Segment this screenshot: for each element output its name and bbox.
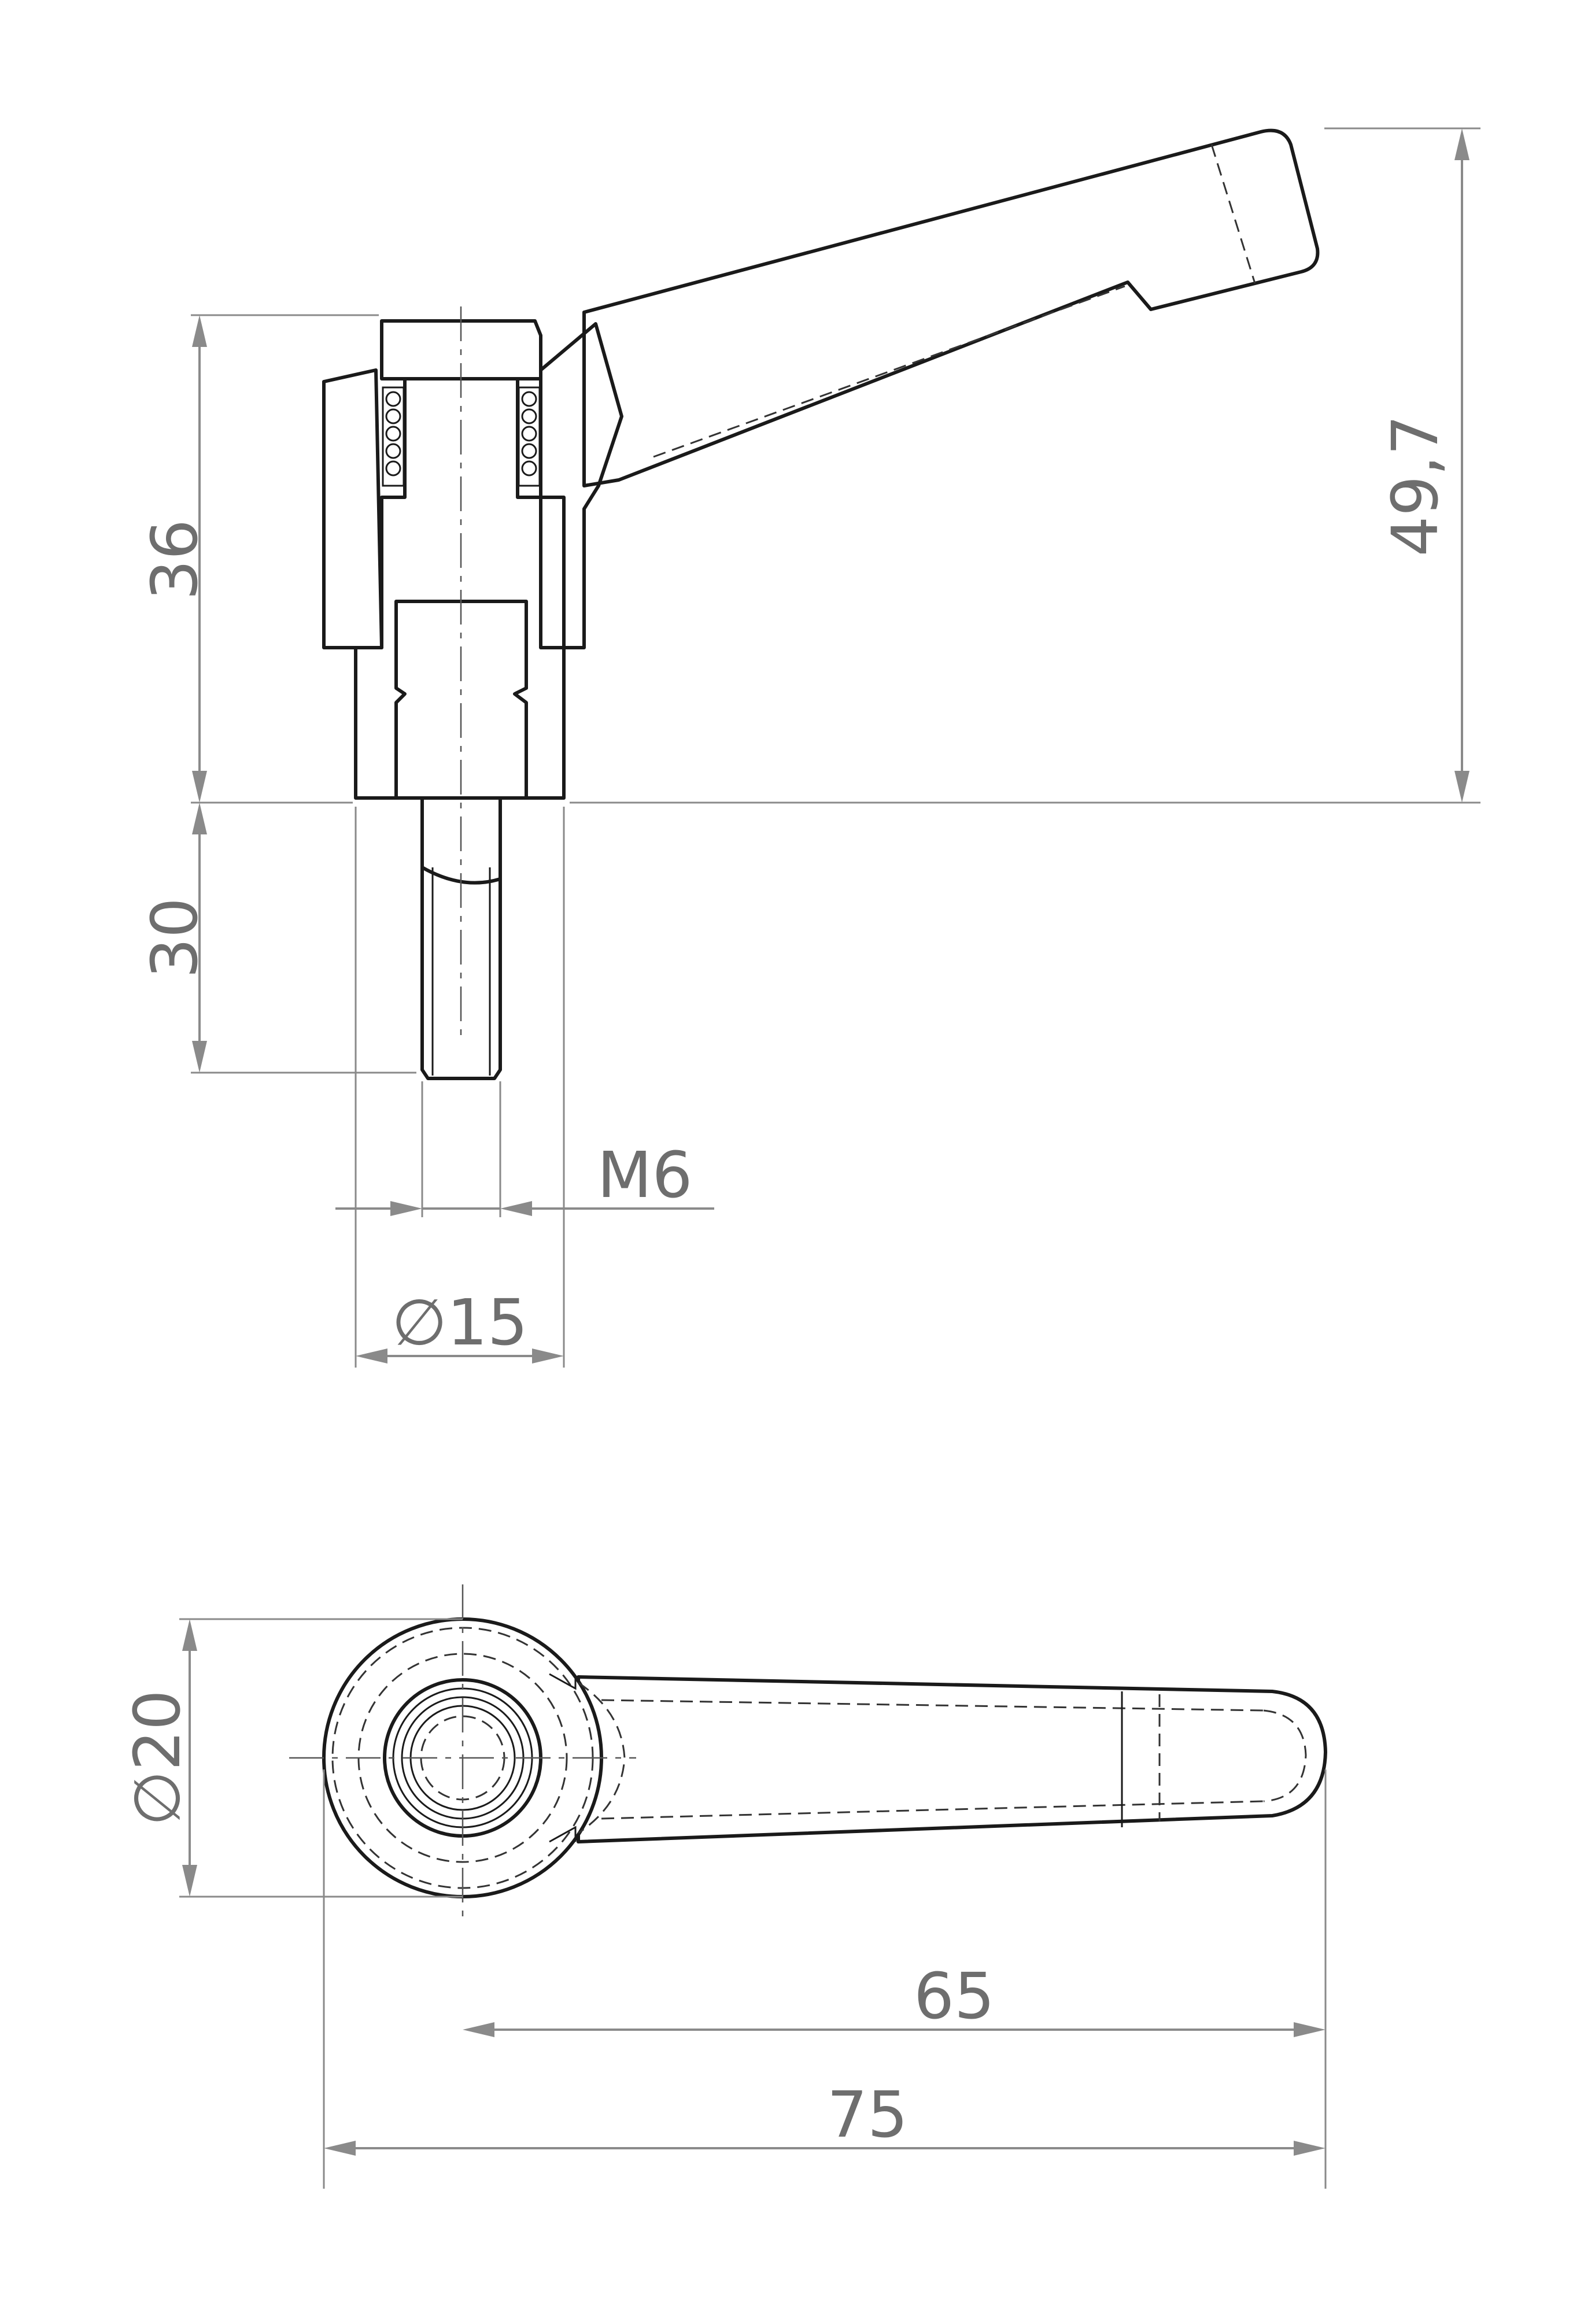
- dim-label-36: 36: [138, 519, 212, 600]
- cap-section: [380, 319, 542, 380]
- spring-right: [518, 386, 541, 487]
- dim-total-height: 49,7: [570, 127, 1480, 804]
- dim-label-65: 65: [914, 1959, 995, 2033]
- dim-label-30: 30: [138, 897, 212, 978]
- spring-left: [382, 386, 405, 487]
- dim-label-m6: M6: [597, 1138, 693, 1212]
- dim-label-49-7: 49,7: [1378, 415, 1452, 557]
- dim-label-d15: ∅15: [392, 1285, 528, 1359]
- dim-thread: M6: [335, 1081, 714, 1217]
- dim-label-75: 75: [827, 2078, 908, 2152]
- dim-head-diameter: ∅20: [120, 1618, 463, 1898]
- side-section-view: 36 30 49,7 M6: [138, 127, 1480, 1368]
- insert-section: [394, 600, 528, 800]
- lever-arm: [582, 128, 1320, 487]
- dim-label-d20: ∅20: [120, 1690, 194, 1826]
- lever-arm-top: [577, 1675, 1327, 1843]
- dim-upper-height: 36: [138, 314, 379, 804]
- lever-housing: [322, 368, 383, 649]
- dim-overall-length: 75: [323, 1769, 1325, 2189]
- dim-body-diameter: ∅15: [355, 807, 565, 1368]
- top-view: ∅20 65 75: [120, 1584, 1327, 2189]
- dim-shaft-length: 30: [138, 803, 416, 1074]
- dim-center-to-tip: 65: [463, 1769, 1327, 2189]
- body-section: [354, 377, 566, 800]
